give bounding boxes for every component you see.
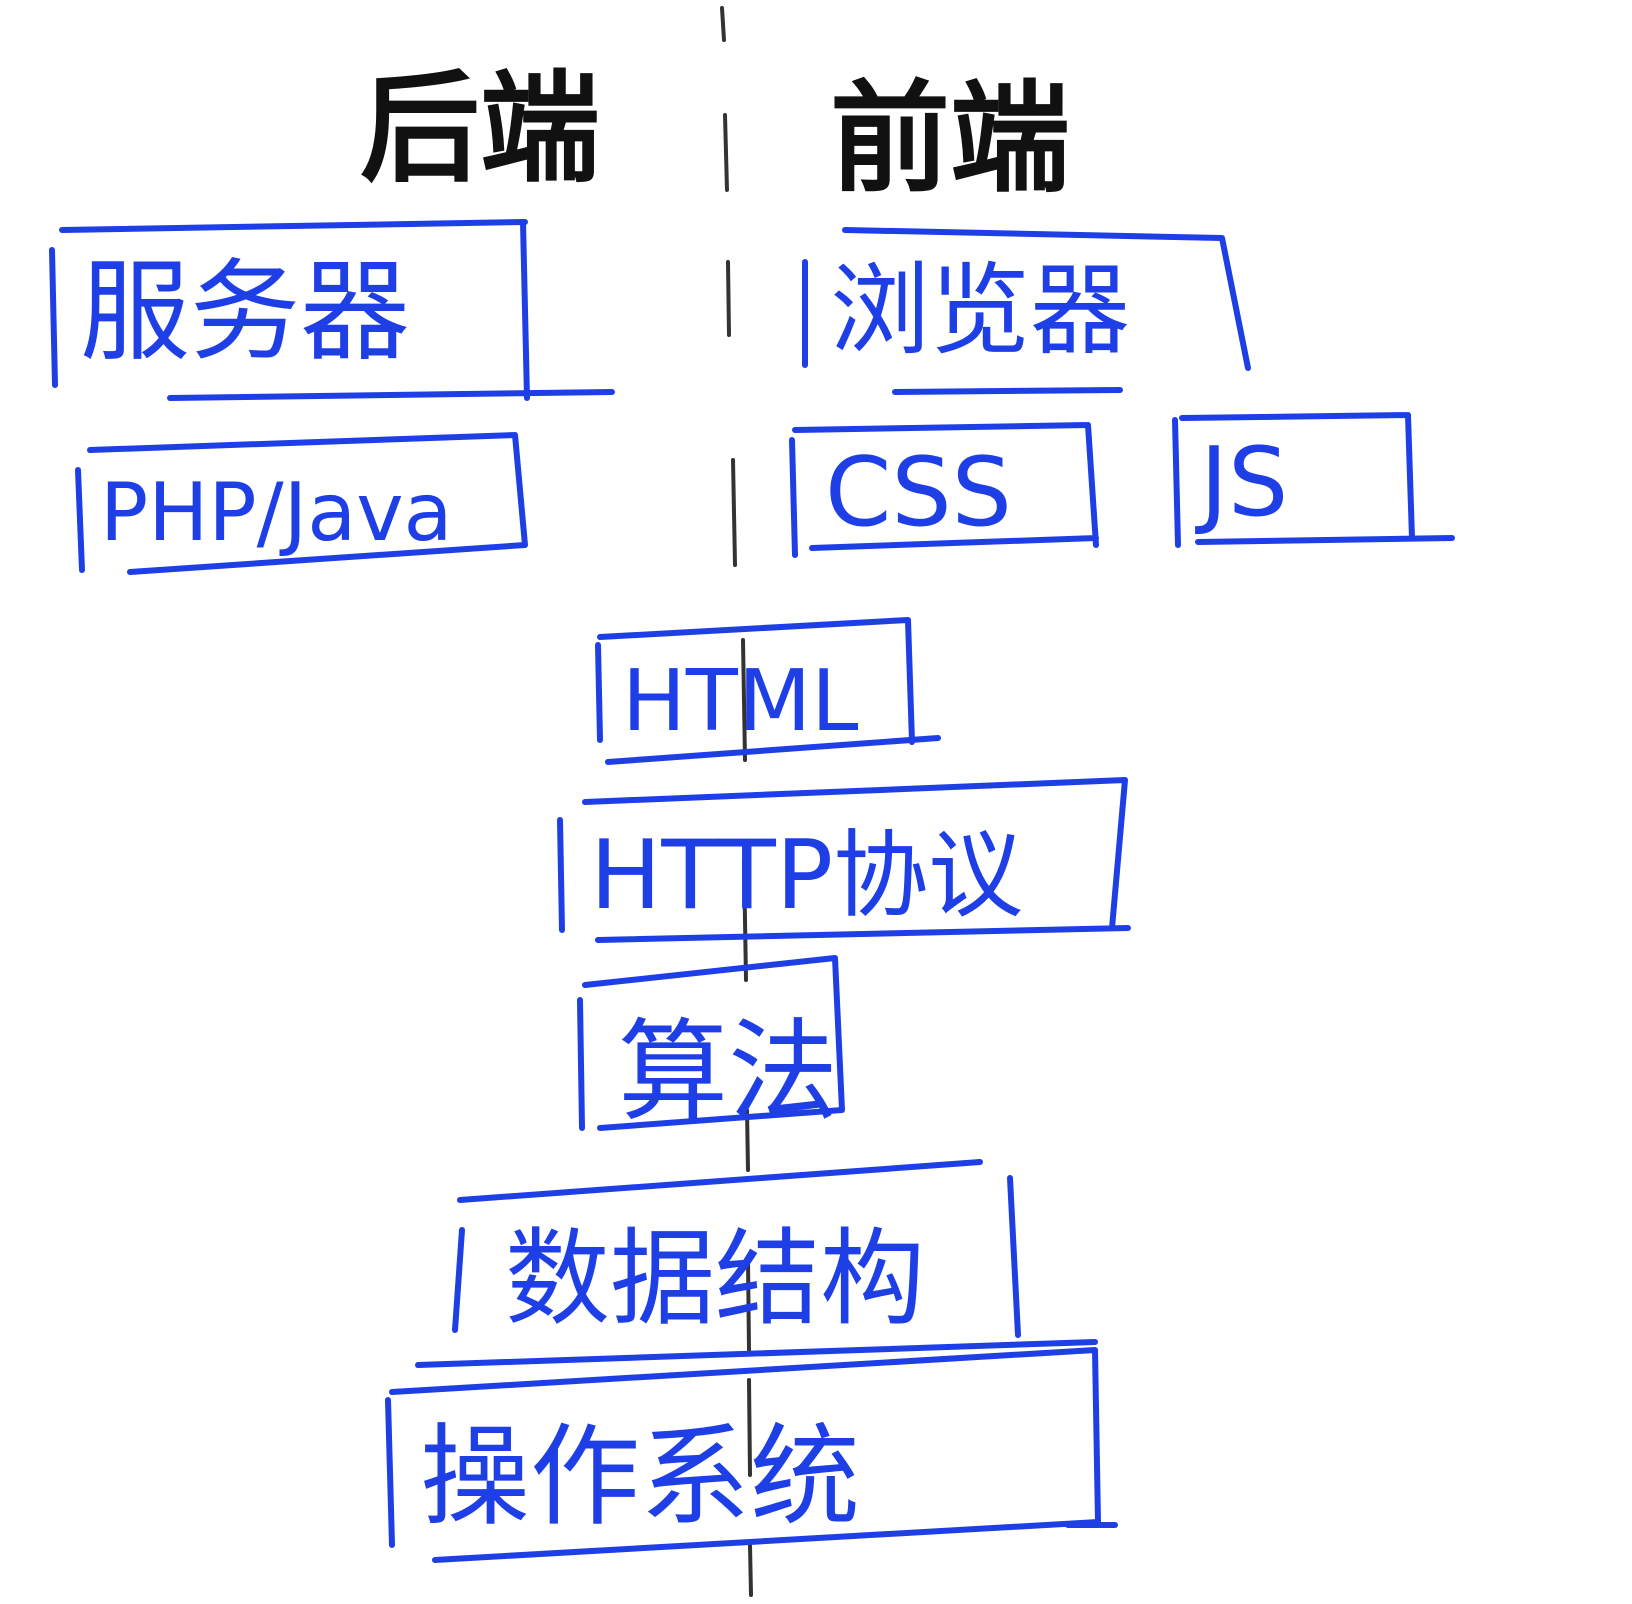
browser-box: 浏览器: [802, 227, 1251, 395]
os-label: 操作系统: [420, 1413, 860, 1541]
algorithm-label: 算法: [618, 1008, 838, 1136]
data-structure-label: 数据结构: [505, 1218, 925, 1340]
frontend-heading: 前端: [830, 70, 1070, 209]
os-box: 操作系统: [385, 1347, 1118, 1563]
css-box: CSS: [789, 422, 1099, 558]
backend-heading: 后端: [360, 60, 600, 199]
server-label: 服务器: [80, 248, 410, 376]
js-label: JS: [1195, 428, 1288, 538]
css-label: CSS: [825, 438, 1012, 548]
center-divider: [720, 6, 753, 1597]
http-label: HTTP协议: [590, 821, 1023, 931]
php-java-box: PHP/Java: [75, 432, 528, 575]
html-box: HTML: [595, 617, 941, 765]
server-box: 服务器: [49, 219, 615, 401]
php-java-label: PHP/Java: [100, 466, 453, 559]
data-structure-box: 数据结构: [415, 1159, 1098, 1368]
html-label: HTML: [622, 652, 859, 751]
http-box: HTTP协议: [557, 777, 1131, 943]
algorithm-box: 算法: [577, 955, 845, 1136]
browser-label: 浏览器: [830, 252, 1130, 369]
js-box: JS: [1172, 412, 1455, 548]
